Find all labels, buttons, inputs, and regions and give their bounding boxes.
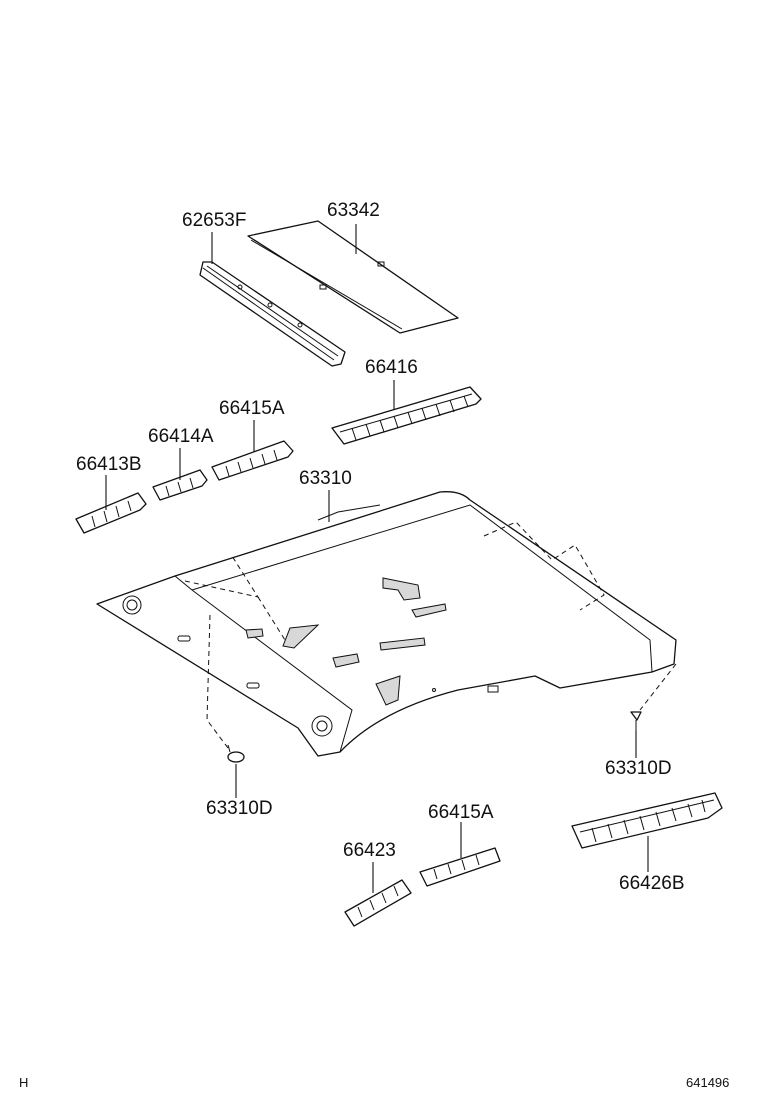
label-63310D-right: 63310D xyxy=(605,758,672,779)
part-63310-headliner xyxy=(96,491,677,757)
part-66415A-bottom-strip xyxy=(419,847,501,887)
label-66413B: 66413B xyxy=(76,454,142,475)
part-63310D-left-clip xyxy=(206,614,245,763)
label-63310D-left: 63310D xyxy=(206,798,273,819)
part-66415A-top-strip xyxy=(211,440,294,481)
part-66416-strip xyxy=(331,386,482,445)
label-66415A-bottom: 66415A xyxy=(428,802,494,823)
footer-left-mark: H xyxy=(19,1075,29,1090)
part-63310D-right-clip xyxy=(630,663,677,732)
diagram-number: 641496 xyxy=(686,1075,730,1090)
label-63342: 63342 xyxy=(327,200,380,221)
label-66423: 66423 xyxy=(343,840,396,861)
part-66423-strip xyxy=(344,879,412,927)
label-66416: 66416 xyxy=(365,357,418,378)
part-66413B-strip xyxy=(75,492,147,534)
label-66415A-top: 66415A xyxy=(219,398,285,419)
label-62653F: 62653F xyxy=(182,210,247,231)
part-66426B-strip xyxy=(571,792,723,849)
label-63310: 63310 xyxy=(299,468,352,489)
part-66414A-strip xyxy=(152,469,208,501)
label-66414A: 66414A xyxy=(148,426,214,447)
label-66426B: 66426B xyxy=(619,873,685,894)
leader-lines xyxy=(105,224,649,893)
part-63342-panel xyxy=(247,220,459,334)
